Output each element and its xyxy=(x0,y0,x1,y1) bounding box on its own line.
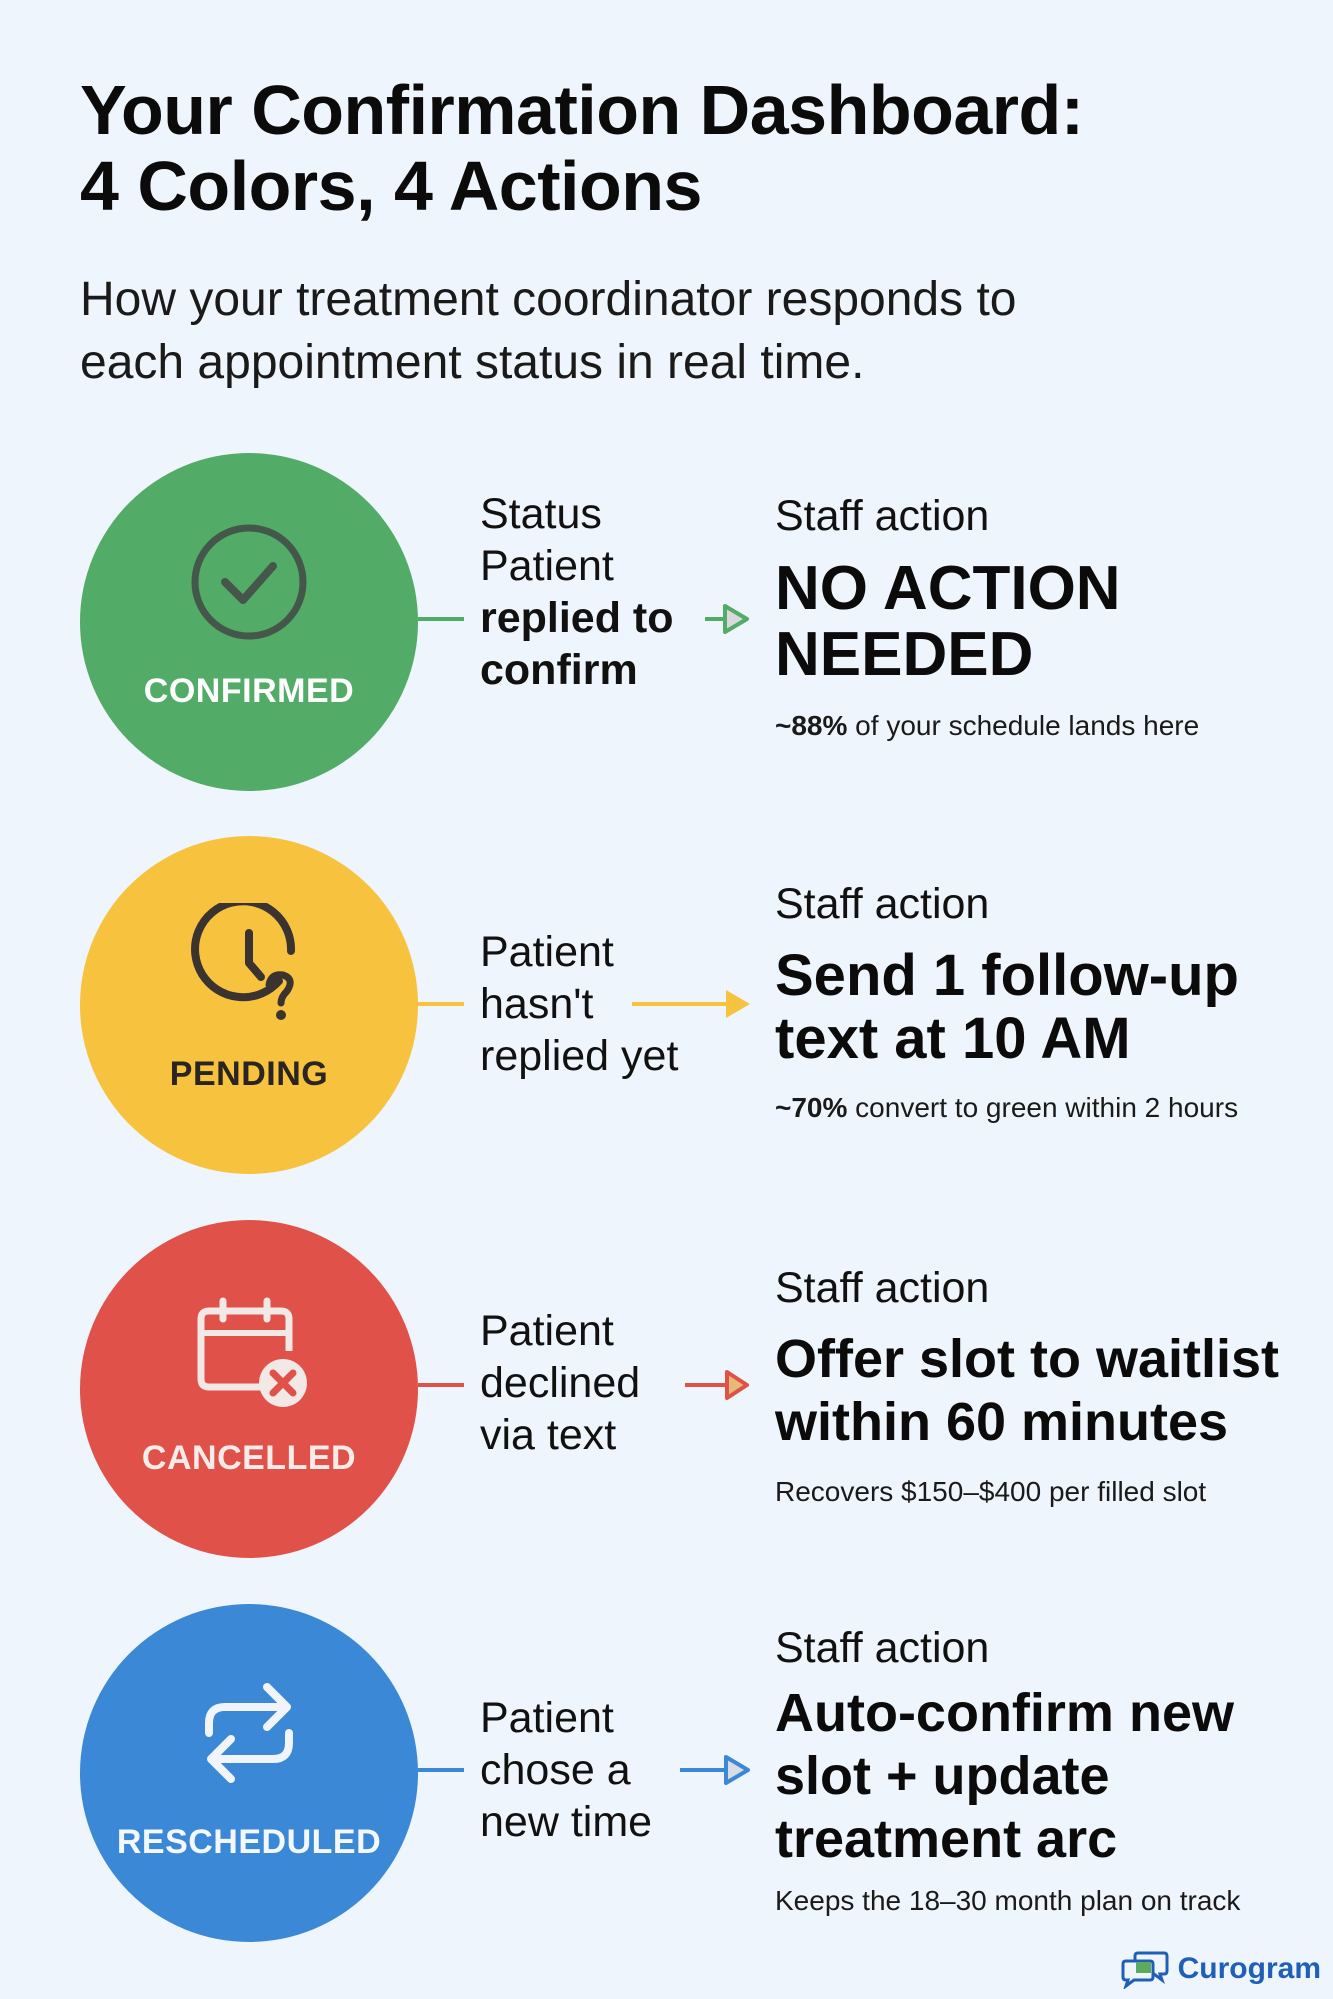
patient-line-3: via text xyxy=(480,1411,617,1459)
connector-line xyxy=(418,1383,464,1387)
status-kicker: Status xyxy=(480,490,602,538)
note-text: convert to green within 2 hours xyxy=(847,1092,1239,1123)
patient-line-1: Patient xyxy=(480,1307,614,1355)
patient-line-2: declined xyxy=(480,1359,641,1407)
brand-logo: Curogram xyxy=(1120,1949,1321,1989)
status-label: PENDING xyxy=(169,1054,329,1093)
staff-kicker: Staff action xyxy=(775,880,990,928)
page-subtitle: How your treatment coordinator responds … xyxy=(80,268,1280,394)
note-highlight: ~70% xyxy=(775,1092,848,1123)
status-label: RESCHEDULED xyxy=(116,1822,382,1861)
connector-line xyxy=(418,1002,464,1006)
patient-status-text: Status Patient replied to confirm xyxy=(480,488,760,696)
staff-action: Offer slot to waitlist within 60 minutes xyxy=(775,1328,1315,1454)
arrow-right-icon xyxy=(685,1370,749,1400)
patient-line-1: Patient xyxy=(480,928,614,976)
patient-line-2: replied to xyxy=(480,594,674,642)
patient-status-text: Patient hasn't replied yet xyxy=(480,926,760,1082)
staff-note: Recovers $150–$400 per filled slot xyxy=(775,1474,1315,1510)
staff-action: Auto-confirm new slot + update treatment… xyxy=(775,1682,1315,1871)
subtitle-line-1: How your treatment coordinator responds … xyxy=(80,273,1017,326)
patient-line-3: replied yet xyxy=(480,1032,679,1080)
repeat-arrows-icon xyxy=(205,1682,293,1783)
action-line-1: Offer slot to waitlist xyxy=(775,1329,1280,1389)
status-label: CONFIRMED xyxy=(143,671,355,710)
action-line-1: Send 1 follow-up xyxy=(775,943,1239,1008)
note-text: Recovers $150–$400 per filled slot xyxy=(775,1476,1207,1507)
status-circle-pending: PENDING xyxy=(80,836,418,1174)
arrow-right-icon xyxy=(705,604,749,634)
title-line-1: Your Confirmation Dashboard: xyxy=(80,71,1084,149)
clock-question-icon xyxy=(191,902,296,1020)
patient-line-2: chose a xyxy=(480,1746,631,1794)
patient-line-1: Patient xyxy=(480,542,614,590)
page-title: Your Confirmation Dashboard: 4 Colors, 4… xyxy=(80,72,1310,224)
connector-line xyxy=(418,1768,464,1772)
status-label: CANCELLED xyxy=(141,1438,357,1477)
action-line-2: slot + update xyxy=(775,1746,1110,1806)
staff-action-block: Staff action Offer slot to waitlist with… xyxy=(775,1262,1315,1510)
staff-action-block: Staff action NO ACTION NEEDED ~88% of yo… xyxy=(775,490,1315,744)
action-line-2: NEEDED xyxy=(775,620,1034,689)
action-line-3: treatment arc xyxy=(775,1809,1118,1869)
patient-status-text: Patient chose a new time xyxy=(480,1692,760,1848)
note-text: Keeps the 18–30 month plan on track xyxy=(775,1885,1241,1916)
status-circle-rescheduled: RESCHEDULED xyxy=(80,1604,418,1942)
staff-action: NO ACTION NEEDED xyxy=(775,556,1315,688)
staff-note: ~70% convert to green within 2 hours xyxy=(775,1090,1315,1126)
check-circle-icon xyxy=(191,524,307,639)
note-text: of your schedule lands here xyxy=(847,710,1200,741)
status-circle-confirmed: CONFIRMED xyxy=(80,453,418,791)
action-line-1: Auto-confirm new xyxy=(775,1683,1234,1743)
patient-status-text: Patient declined via text xyxy=(480,1305,760,1461)
staff-action-block: Staff action Auto-confirm new slot + upd… xyxy=(775,1622,1315,1919)
staff-kicker: Staff action xyxy=(775,492,990,540)
action-line-2: within 60 minutes xyxy=(775,1392,1229,1452)
staff-action: Send 1 follow-up text at 10 AM xyxy=(775,944,1315,1070)
staff-kicker: Staff action xyxy=(775,1624,990,1672)
arrow-right-icon xyxy=(632,990,750,1018)
brand-name: Curogram xyxy=(1177,1952,1321,1985)
staff-note: ~88% of your schedule lands here xyxy=(775,708,1315,744)
note-highlight: ~88% xyxy=(775,710,848,741)
patient-line-3: new time xyxy=(480,1798,653,1846)
action-line-2: text at 10 AM xyxy=(775,1006,1131,1071)
patient-line-1: Patient xyxy=(480,1694,614,1742)
staff-action-block: Staff action Send 1 follow-up text at 10… xyxy=(775,878,1315,1126)
arrow-right-icon xyxy=(680,1755,750,1785)
staff-note: Keeps the 18–30 month plan on track xyxy=(775,1883,1315,1919)
patient-line-2: hasn't xyxy=(480,980,594,1028)
patient-line-3: confirm xyxy=(480,646,638,694)
title-line-2: 4 Colors, 4 Actions xyxy=(80,147,702,225)
status-circle-cancelled: CANCELLED xyxy=(80,1220,418,1558)
chat-bubbles-icon xyxy=(1121,1951,1169,1989)
subtitle-line-2: each appointment status in real time. xyxy=(80,336,865,389)
connector-line xyxy=(418,617,464,621)
staff-kicker: Staff action xyxy=(775,1264,990,1312)
calendar-x-icon xyxy=(197,1297,307,1407)
action-line-1: NO ACTION xyxy=(775,554,1121,623)
